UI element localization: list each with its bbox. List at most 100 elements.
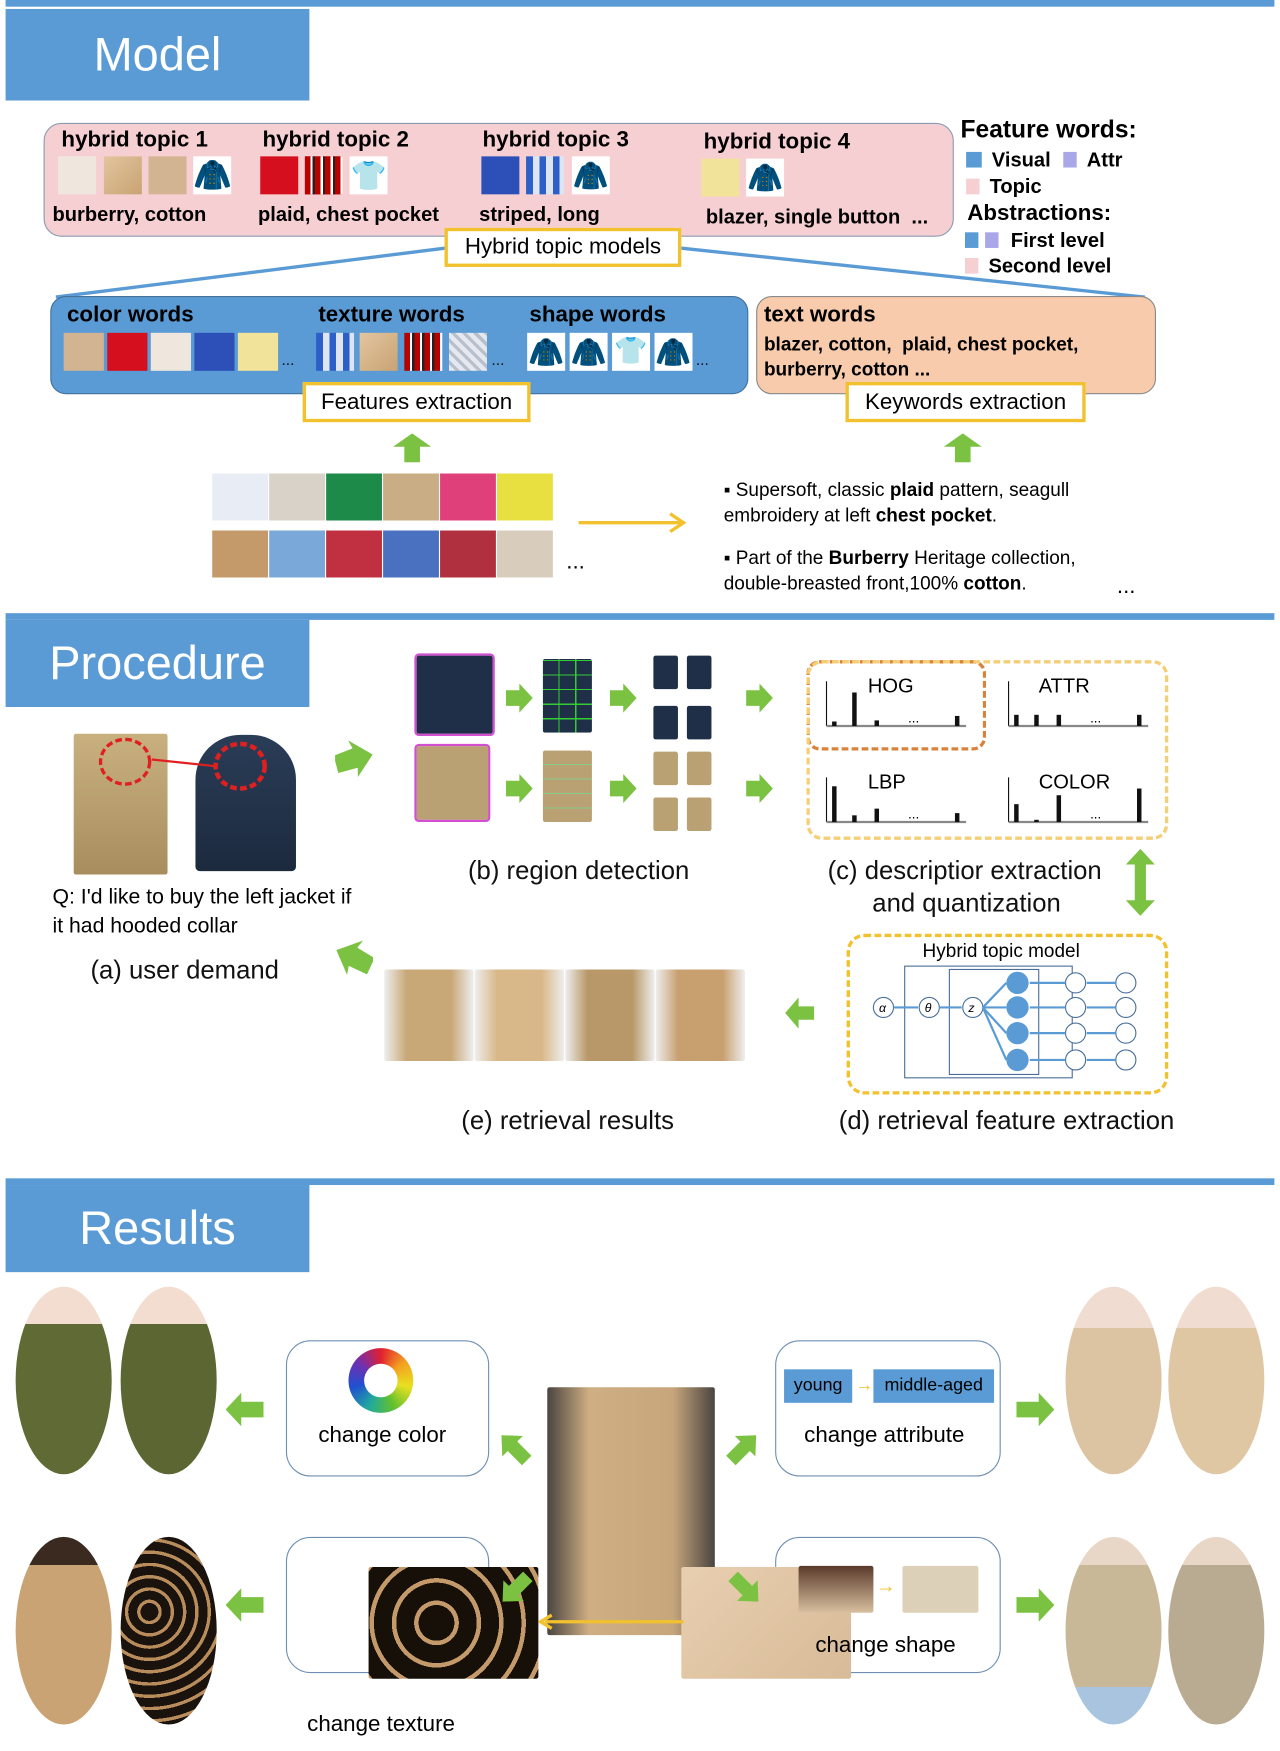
histogram-label: HOG xyxy=(867,674,914,697)
retrieval-result-photo xyxy=(565,969,655,1062)
histogram-bar xyxy=(832,786,837,823)
young-tag: young xyxy=(784,1369,853,1403)
diagonal-arrow-icon xyxy=(502,1571,533,1602)
result-photo-shape xyxy=(1065,1536,1162,1725)
word-node xyxy=(1006,971,1029,995)
region-detection-photo xyxy=(414,743,491,823)
right-arrow-icon xyxy=(1016,1588,1055,1622)
product-description: ▪ Part of the Burberry Heritage collecti… xyxy=(723,547,1076,595)
change-attribute-label: change attribute xyxy=(804,1422,965,1448)
color-swatch xyxy=(58,156,97,195)
lace-swatch xyxy=(448,332,487,371)
histogram-bar xyxy=(1014,804,1019,823)
text-words-panel xyxy=(756,295,1156,395)
histogram-label: LBP xyxy=(867,770,906,793)
svg-text:α: α xyxy=(879,1001,887,1015)
legend-first-level: First level xyxy=(1010,228,1105,252)
keywords-extraction-label: Keywords extraction xyxy=(845,381,1086,423)
diagonal-arrow-icon xyxy=(501,1435,532,1466)
caption-d: (d) retrieval feature extraction xyxy=(838,1105,1175,1135)
retrieval-result-photo xyxy=(474,969,565,1062)
ellipsis: ... xyxy=(566,549,585,575)
clothing-photo xyxy=(440,526,496,582)
change-shape-label: change shape xyxy=(815,1632,956,1658)
right-arrow-icon xyxy=(746,683,773,713)
clothing-photo xyxy=(497,469,553,525)
phi-node xyxy=(1064,1049,1087,1071)
coat-icon: 🧥 xyxy=(654,332,693,371)
shirt-icon: 👕 xyxy=(612,332,651,371)
histogram-color: ... xyxy=(1008,777,1149,824)
region-patch xyxy=(686,797,712,831)
arrow-icon: → xyxy=(855,1376,874,1396)
svg-text:...: ... xyxy=(908,807,919,822)
color-wheel-icon xyxy=(348,1348,414,1413)
stripe-swatch xyxy=(526,156,565,195)
topic-label: hybrid topic 4 xyxy=(703,129,851,155)
topic-words: blazer, single button ... xyxy=(705,205,929,228)
histogram-attr: ... xyxy=(1008,681,1149,728)
clothing-photo xyxy=(326,469,382,525)
caption-b: (b) region detection xyxy=(467,855,690,885)
region-patch xyxy=(653,797,678,831)
htm-title: Hybrid topic model xyxy=(922,940,1080,962)
result-photo-middle-aged xyxy=(1065,1286,1162,1475)
shirt-icon: 👕 xyxy=(349,156,388,195)
histogram-bar xyxy=(954,813,960,823)
jacket-icon: 🧥 xyxy=(571,156,610,195)
clothing-photo xyxy=(326,526,382,582)
color-swatch xyxy=(194,332,235,371)
ellipsis: ... xyxy=(281,350,295,369)
section-title-model: Model xyxy=(5,8,310,101)
result-photo-green xyxy=(120,1286,217,1475)
histogram-bar xyxy=(874,720,880,726)
region-patch xyxy=(686,705,712,740)
color-swatch xyxy=(63,332,104,371)
beta-node xyxy=(1115,1049,1137,1071)
legend-abstractions-title: Abstractions: xyxy=(967,201,1112,226)
texture-words-label: texture words xyxy=(318,302,465,328)
connector-lines xyxy=(55,246,1145,299)
svg-text:...: ... xyxy=(1090,807,1101,822)
hooded-jacket-photo xyxy=(195,734,296,872)
query-jacket-photo xyxy=(73,733,168,875)
first-level-swatch xyxy=(985,232,999,248)
clothing-photo xyxy=(212,469,269,525)
histogram-lbp: ... xyxy=(825,777,967,824)
histogram-bar xyxy=(874,808,880,823)
topic-legend-swatch xyxy=(966,178,980,195)
attr-legend-swatch xyxy=(1063,151,1077,168)
region-patch xyxy=(653,655,678,690)
right-arrow-icon xyxy=(505,774,533,804)
histogram-bar xyxy=(1056,714,1062,726)
collar-shape-before xyxy=(798,1565,874,1613)
beta-node xyxy=(1115,972,1137,994)
plaid-swatch xyxy=(304,156,343,195)
stripe-swatch xyxy=(316,332,355,371)
features-extraction-label: Features extraction xyxy=(302,381,531,423)
caption-c: and quantization xyxy=(872,887,1061,917)
color-swatch xyxy=(481,156,520,195)
topic-words: striped, long xyxy=(479,203,600,226)
second-level-swatch xyxy=(965,258,979,274)
result-photo-leopard xyxy=(15,1536,112,1725)
clothing-photo xyxy=(383,469,439,525)
text-words-line: blazer, cotton, plaid, chest pocket, xyxy=(763,333,1079,356)
color-words-label: color words xyxy=(67,302,194,328)
product-description: ▪ Supersoft, classic plaid pattern, seag… xyxy=(723,479,1070,527)
result-photo-middle-aged xyxy=(1168,1286,1265,1475)
change-texture-label: change texture xyxy=(307,1712,455,1737)
histogram-bar xyxy=(1014,714,1019,726)
texture-swatch xyxy=(103,156,142,195)
ellipsis: ... xyxy=(1116,574,1136,599)
histogram-hog: ... xyxy=(825,681,967,728)
blazer-icon: 🧥 xyxy=(527,332,566,371)
first-level-swatch xyxy=(965,232,979,248)
region-detection-photo xyxy=(414,653,495,737)
plaid-swatch xyxy=(404,332,443,371)
region-patch xyxy=(686,751,712,786)
histogram-label: ATTR xyxy=(1038,674,1090,697)
clothing-photo xyxy=(497,526,553,582)
topic-label: hybrid topic 2 xyxy=(262,127,409,152)
